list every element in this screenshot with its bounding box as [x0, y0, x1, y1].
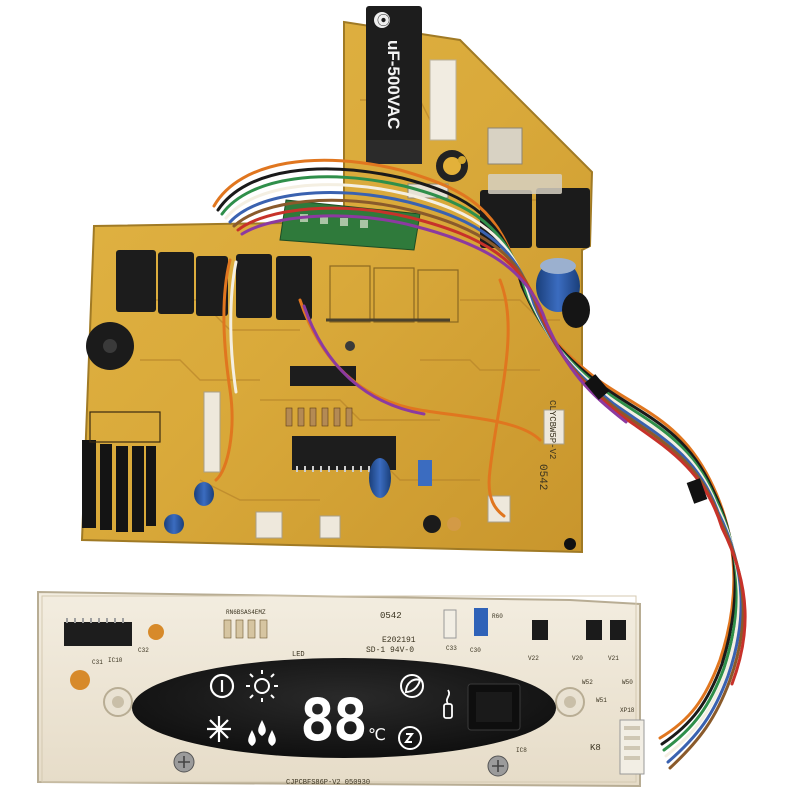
- relay-right-3: [488, 174, 562, 194]
- relay-right-2: [536, 188, 590, 248]
- capacitor-blue-3: [164, 514, 184, 534]
- display-rating: SD-1 94V-0: [366, 646, 414, 655]
- ref-xp18: XP18: [620, 707, 635, 714]
- humidifier-icon: [443, 689, 453, 719]
- ref-v22: V22: [528, 655, 539, 662]
- sleep-mode-icon: [398, 726, 422, 750]
- display-cert-code: E202191: [382, 636, 416, 645]
- segment-display-digits: 88: [300, 686, 366, 754]
- capacitor-ceramic: [148, 624, 164, 640]
- ref-ic8: IC8: [516, 747, 527, 754]
- ref-c32: C32: [138, 647, 149, 654]
- display-board: 88 ℃ RN6BSAS4EMZ 0542 E202191 SD-1 94V-0…: [37, 590, 645, 788]
- capacitor-blue-4: [418, 460, 432, 486]
- ic-upper: [290, 366, 356, 386]
- ref-v20: V20: [572, 655, 583, 662]
- ref-w51: W51: [596, 697, 607, 704]
- led-v20: [586, 620, 602, 640]
- ir-receiver-v22: [532, 620, 548, 640]
- dry-drops-icon: [248, 720, 276, 746]
- ref-v21: V21: [608, 655, 619, 662]
- connector-white-right: [543, 409, 565, 445]
- display-bottom-code: CJPCBFS86P-V2 050930: [286, 779, 370, 787]
- ref-w52: W52: [582, 679, 593, 686]
- capacitor-c30: [474, 608, 488, 636]
- connector-white-bottom: [255, 511, 283, 539]
- resistor-group-display: [223, 619, 268, 639]
- main-control-board: uF-500VAC ⦿: [80, 6, 594, 554]
- connector-m: [407, 183, 449, 199]
- sun-heat-icon: [246, 670, 278, 702]
- connector-white-bottom-2: [319, 515, 341, 539]
- resistor-array: [285, 407, 353, 427]
- capacitor-blue-2: [194, 482, 214, 506]
- relay-row: [116, 250, 312, 320]
- power-icon: [209, 673, 235, 699]
- heatsink: [82, 411, 161, 532]
- ref-ic10: IC10: [108, 657, 123, 664]
- connector-c33: [443, 609, 457, 639]
- ref-c31: C31: [92, 659, 103, 666]
- snowflake-cool-icon: [207, 716, 231, 742]
- temperature-unit: ℃: [368, 725, 386, 744]
- leaf-eco-icon: [400, 674, 424, 698]
- capacitor-logo: ⦿: [377, 13, 390, 28]
- capacitor-c31: [70, 670, 90, 690]
- display-led-label: LED: [292, 651, 305, 659]
- ref-w50: W50: [622, 679, 633, 686]
- wire-harness: [212, 158, 747, 770]
- connector-top-white: [429, 59, 457, 141]
- main-board-code: CLYCBW5P-V2: [547, 400, 557, 459]
- display-date-code: 0542: [380, 611, 402, 621]
- display-top-code: RN6BSAS4EMZ: [226, 609, 266, 616]
- capacitor-blue-1: [369, 458, 391, 498]
- run-capacitor: uF-500VAC ⦿: [366, 6, 422, 164]
- connector-white-left: [203, 391, 221, 473]
- electrolytic-capacitor-large: [536, 258, 590, 328]
- led-v21: [610, 620, 626, 640]
- ref-c33: C33: [446, 645, 457, 652]
- ref-k8: K8: [590, 743, 601, 753]
- ref-r60: R60: [492, 613, 503, 620]
- connector-top-right: [487, 127, 523, 165]
- main-board-date-mark: 0542: [536, 464, 548, 490]
- transistor-main: [423, 515, 441, 533]
- display-ic-small: [64, 622, 132, 646]
- ref-c30: C30: [470, 647, 481, 654]
- capacitor-label: uF-500VAC: [384, 40, 403, 129]
- display-panel: [132, 658, 556, 758]
